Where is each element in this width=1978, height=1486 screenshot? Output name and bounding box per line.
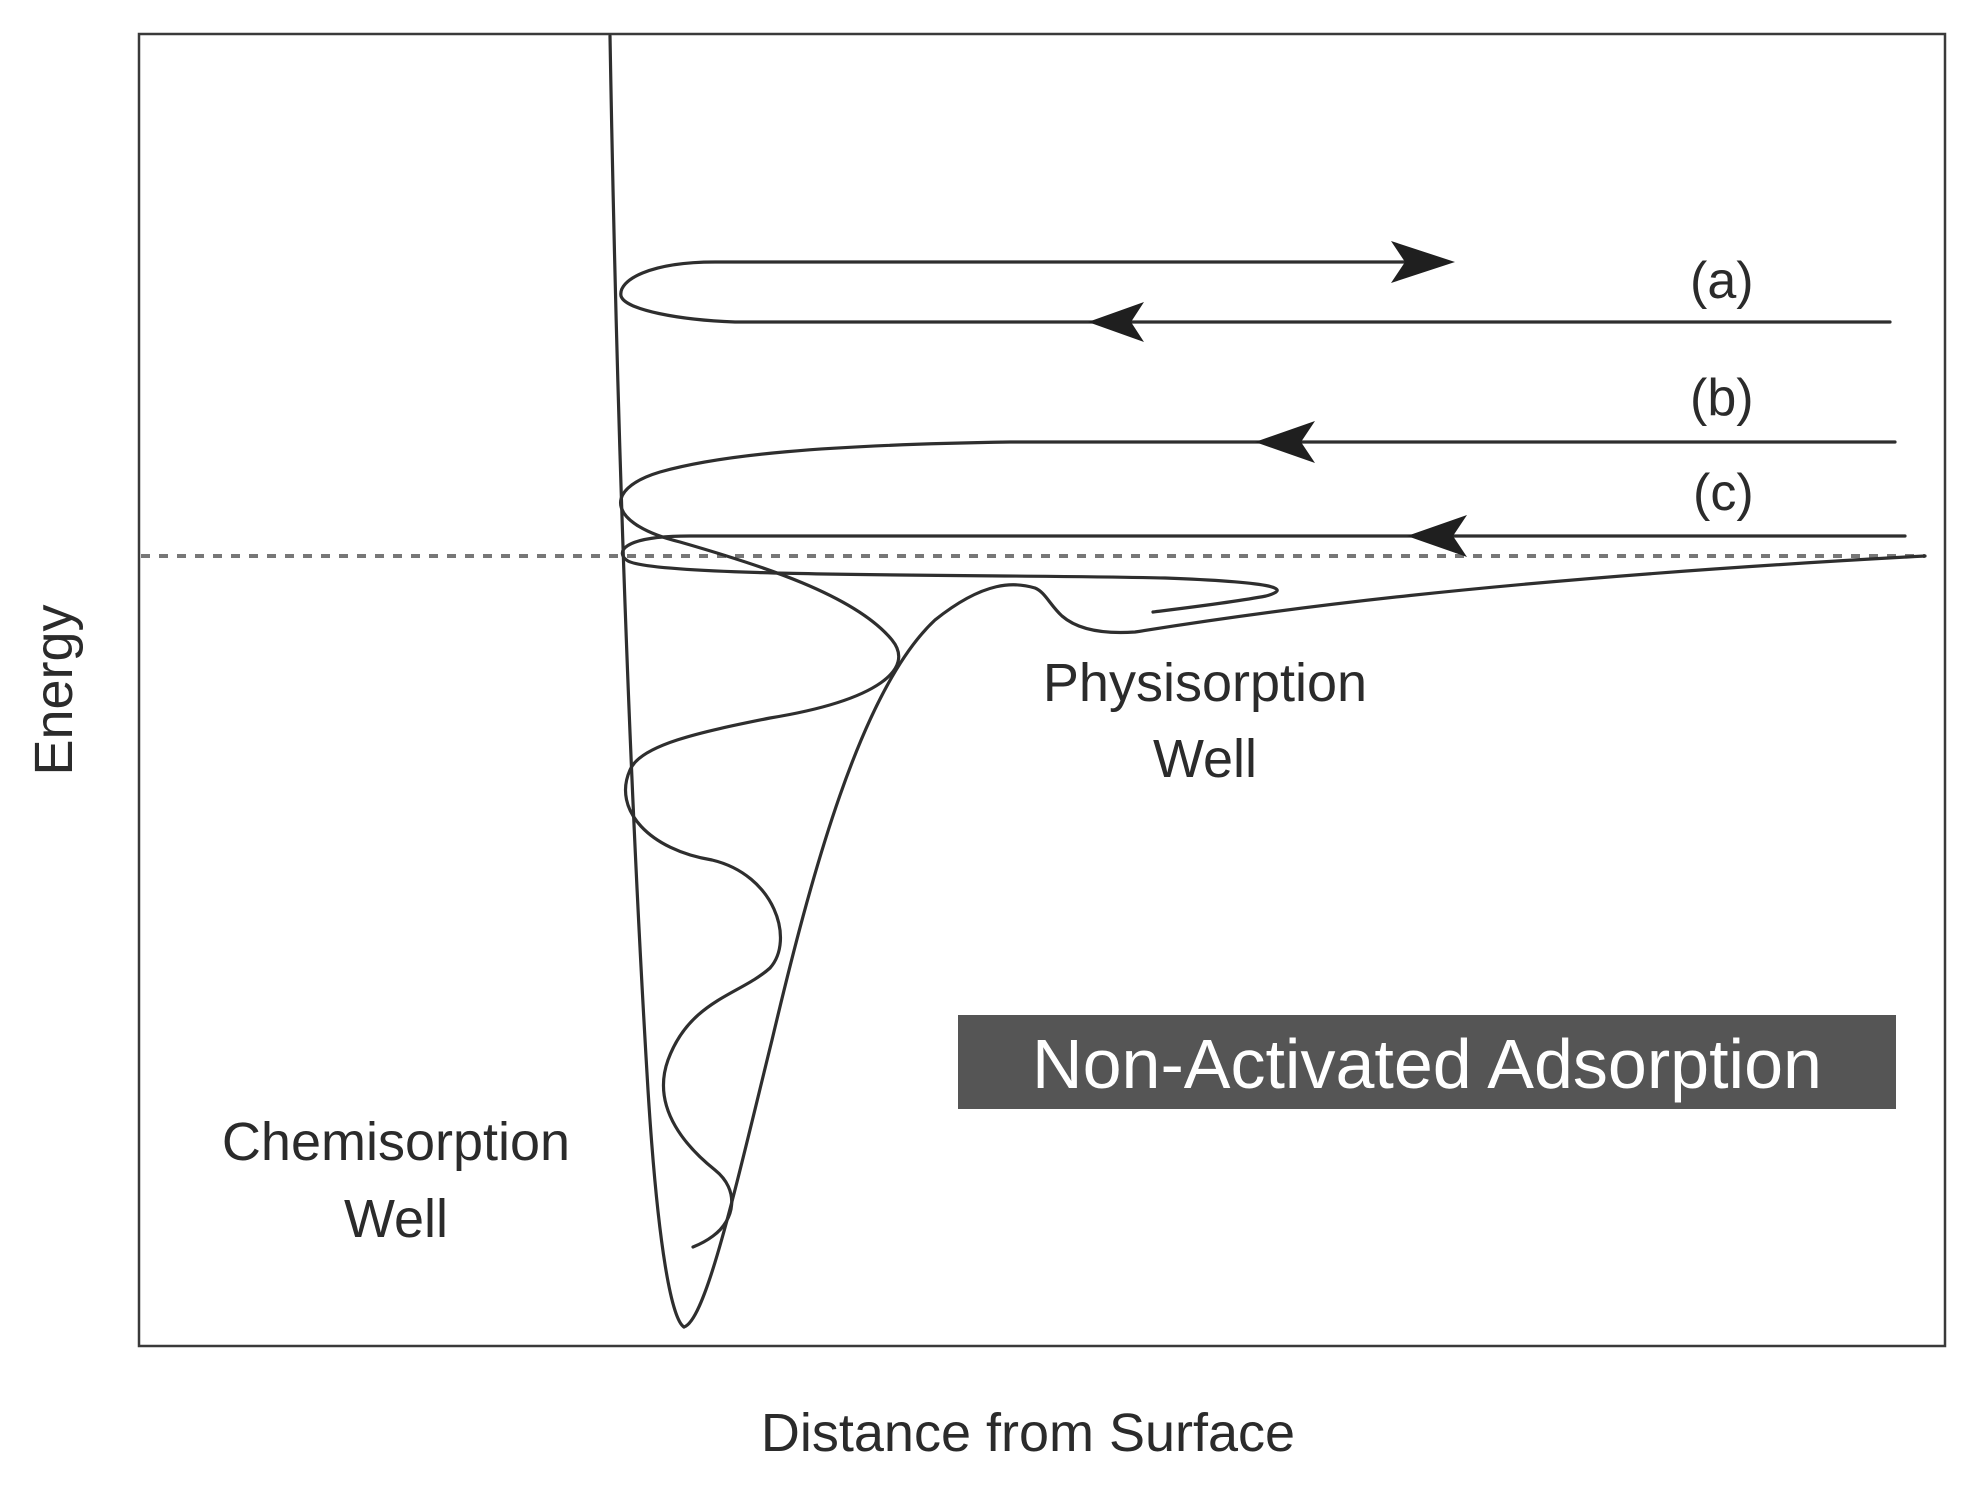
y-axis-label: Energy [24, 604, 84, 775]
trajectory-c-path [620, 534, 1907, 614]
potential-energy-curve [682, 554, 1927, 1329]
chemisorption-label-line2: Well [344, 1189, 448, 1249]
trajectory-c-arrow [1407, 515, 1467, 557]
x-axis-label: Distance from Surface [761, 1403, 1295, 1463]
physisorption-label-line2: Well [1153, 729, 1257, 789]
trajectory-b-arrow [1255, 421, 1315, 463]
banner-background [958, 1015, 1896, 1109]
trajectory-a-label: (a) [1690, 252, 1754, 310]
physisorption-label-line1: Physisorption [1043, 653, 1367, 713]
trajectory-b-path [619, 440, 1897, 1249]
trajectory-b-label: (b) [1690, 369, 1754, 427]
chemisorption-label-line1: Chemisorption [222, 1112, 570, 1172]
banner-title: Non-Activated Adsorption [1032, 1025, 1822, 1103]
trajectory-a-incoming-arrow [1088, 302, 1144, 342]
trajectory-a-outgoing-arrow [1391, 241, 1455, 283]
repulsive-wall [608, 34, 686, 1329]
trajectory-a-path [619, 260, 1892, 324]
trajectory-c-label: (c) [1693, 464, 1754, 522]
plot-frame [137, 32, 1947, 1348]
